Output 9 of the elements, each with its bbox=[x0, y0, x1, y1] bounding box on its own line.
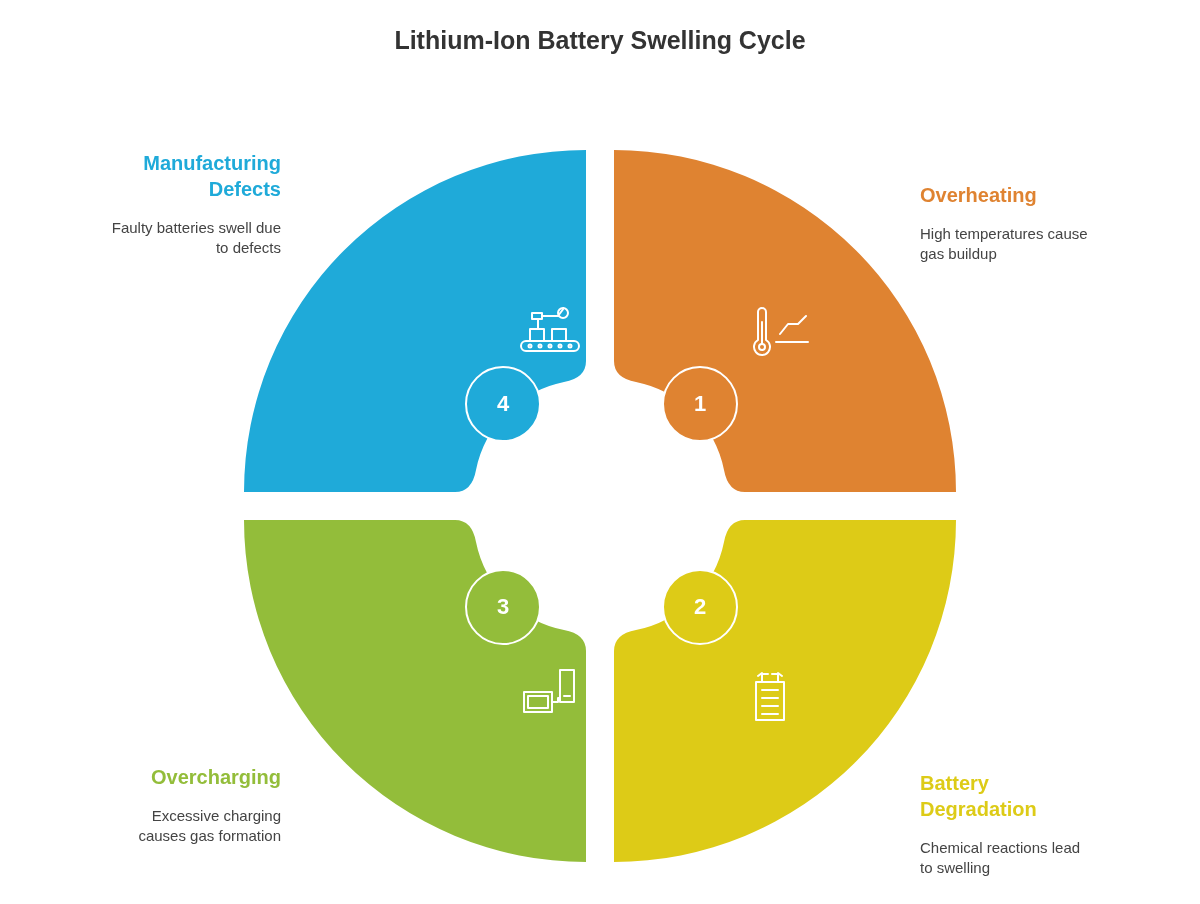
heading: Overheating bbox=[920, 183, 1038, 208]
heading: Battery Degradation bbox=[920, 771, 1038, 822]
heading: Manufacturing Defects bbox=[142, 151, 281, 202]
title: Lithium-Ion Battery Swelling Cycle bbox=[393, 26, 807, 55]
heading: Overcharging bbox=[149, 765, 281, 790]
description: High temperatures cause gas buildup bbox=[920, 224, 1089, 264]
description: Excessive charging causes gas formation bbox=[137, 806, 281, 846]
description: Faulty batteries swell due to defects bbox=[110, 218, 281, 258]
description: Chemical reactions lead to swelling bbox=[920, 838, 1082, 878]
